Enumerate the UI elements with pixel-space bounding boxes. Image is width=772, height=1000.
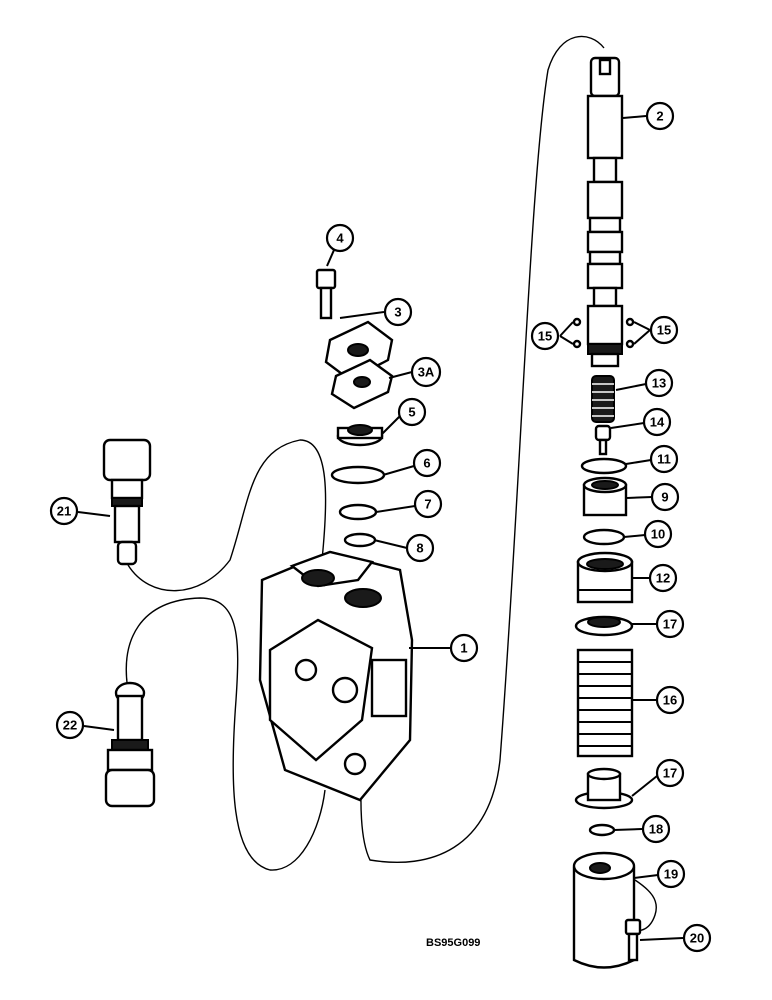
svg-text:8: 8: [416, 541, 423, 556]
svg-text:21: 21: [57, 504, 71, 519]
svg-text:14: 14: [650, 415, 665, 430]
seat-part-17-upper: [574, 615, 634, 637]
spring-part-16: [576, 648, 634, 758]
callout-8: 8: [405, 533, 435, 563]
callout-9: 9: [650, 482, 680, 512]
svg-text:16: 16: [663, 693, 677, 708]
callout-14: 14: [642, 407, 672, 437]
callout-17-upper: 17: [655, 609, 685, 639]
svg-text:15: 15: [657, 323, 671, 338]
svg-text:5: 5: [408, 405, 415, 420]
bolt-part-20: [624, 918, 642, 962]
pin-part-14: [594, 424, 612, 456]
svg-text:13: 13: [652, 376, 666, 391]
bushing-part-12: [576, 551, 634, 604]
sleeve-part-9: [582, 476, 628, 517]
spool-part-2: [586, 56, 624, 368]
callout-15-left: 15: [530, 321, 560, 351]
balls-part-15: [572, 317, 635, 349]
ring-part-7: [338, 503, 378, 521]
callout-7: 7: [413, 489, 443, 519]
assembly-path-lines: [125, 35, 657, 932]
svg-text:7: 7: [424, 497, 431, 512]
callout-5: 5: [397, 397, 427, 427]
callout-16: 16: [655, 685, 685, 715]
svg-text:12: 12: [656, 571, 670, 586]
svg-text:19: 19: [664, 867, 678, 882]
washer-part-6: [330, 465, 386, 485]
callout-10: 10: [643, 519, 673, 549]
relief-valve-part-22: [104, 681, 156, 808]
callout-13: 13: [644, 368, 674, 398]
svg-text:9: 9: [661, 490, 668, 505]
callout-21: 21: [49, 496, 79, 526]
callout-4: 4: [325, 223, 355, 253]
callout-3: 3: [383, 297, 413, 327]
ring-part-18: [588, 823, 616, 837]
drawing-code: BS95G099: [426, 937, 480, 949]
callout-17-lower: 17: [655, 758, 685, 788]
callout-15-right: 15: [649, 315, 679, 345]
callout-18: 18: [641, 814, 671, 844]
ring-part-8: [343, 532, 377, 548]
cap-part-19: [572, 851, 636, 969]
svg-text:17: 17: [663, 617, 677, 632]
nut-part-5: [336, 424, 384, 447]
svg-text:20: 20: [690, 931, 704, 946]
spring-part-13: [591, 375, 615, 423]
leader-lines: [77, 115, 684, 941]
svg-text:17: 17: [663, 766, 677, 781]
svg-text:15: 15: [538, 329, 552, 344]
gasket-part-3a: [330, 358, 394, 410]
callout-2: 2: [645, 101, 675, 131]
seat-part-17-lower: [574, 767, 634, 810]
ring-part-10: [582, 528, 626, 546]
svg-text:3A: 3A: [418, 365, 435, 380]
relief-valve-part-21: [102, 438, 152, 566]
svg-text:2: 2: [656, 109, 663, 124]
callout-12: 12: [648, 563, 678, 593]
callout-3a: 3A: [410, 356, 442, 388]
svg-text:6: 6: [423, 456, 430, 471]
svg-text:11: 11: [657, 452, 671, 467]
bolt-part-4: [315, 268, 337, 320]
callout-11: 11: [649, 444, 679, 474]
oring-part-11: [580, 457, 628, 475]
svg-text:3: 3: [394, 305, 401, 320]
callout-1: 1: [449, 633, 479, 663]
callout-20: 20: [682, 923, 712, 953]
callout-6: 6: [412, 448, 442, 478]
valve-body-part-1: [258, 550, 414, 802]
svg-text:22: 22: [63, 718, 77, 733]
svg-text:10: 10: [651, 527, 665, 542]
callout-22: 22: [55, 710, 85, 740]
svg-text:4: 4: [336, 231, 344, 246]
callout-19: 19: [656, 859, 686, 889]
svg-text:18: 18: [649, 822, 663, 837]
svg-text:1: 1: [460, 641, 467, 656]
